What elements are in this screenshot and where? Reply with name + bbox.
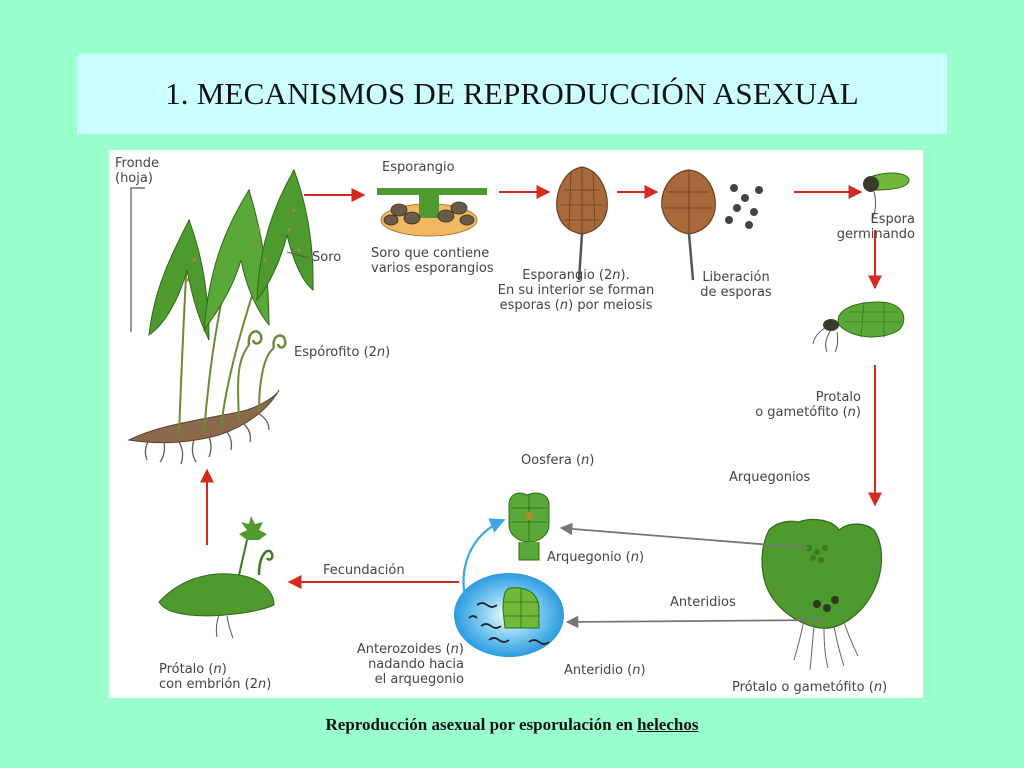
text-part: esporas ( (499, 298, 560, 313)
title-box: 1. MECANISMOS DE REPRODUCCIÓN ASEXUAL (77, 54, 947, 134)
antherozoid-path-arrow (462, 518, 506, 606)
germinating-spore-illustration (863, 172, 910, 221)
text-part: ) (589, 453, 595, 468)
text-part: ). (620, 268, 630, 283)
text-part: ) (640, 663, 646, 678)
label-arquegonio: Arquegonio (n) (547, 550, 644, 565)
label-liberacion-line2: de esporas (700, 285, 772, 300)
text-part: Oosfera ( (521, 453, 582, 468)
label-espora-line2: germinando (836, 227, 915, 242)
fern-sporophyte-illustration (127, 168, 314, 465)
label-anterozoides-line2: nadando hacia (368, 657, 464, 672)
diagram-drawing (127, 166, 910, 671)
label-esporangio-2n-line2: En su interior se forman (497, 283, 655, 298)
text-part-italic: n (581, 453, 590, 468)
text-part: con embrión (2 (159, 677, 259, 692)
label-esporangio-2n: Esporangio (2n). En su interior se forma… (496, 268, 656, 313)
text-part-italic: n (612, 268, 621, 283)
sporangium-illustration (556, 166, 608, 281)
text-part-italic: n (213, 662, 222, 677)
label-fronde: Fronde (hoja) (115, 156, 159, 186)
label-protalo-line2: o gametófito (n) (749, 405, 861, 420)
text-part-italic: n (376, 345, 386, 360)
caption-link-helechos[interactable]: helechos (637, 715, 699, 734)
label-protalo-embrion-line1: Prótalo (n) (159, 662, 271, 677)
spore-release-illustration (661, 169, 763, 281)
label-soro-desc-line2: varios esporangios (371, 261, 494, 276)
label-protalo-embrion-line2: con embrión (2n) (159, 677, 271, 692)
label-oosfera: Oosfera (n) (521, 453, 594, 468)
label-protalo-line1: Protalo (815, 390, 861, 405)
text-part-italic: n (258, 677, 267, 692)
text-part: ) (458, 642, 464, 657)
text-part: Esporangio (2 (522, 268, 613, 283)
text-part: Espórofito (2 (294, 345, 377, 360)
label-fronde-line2: (hoja) (115, 171, 153, 186)
text-part: Arquegonio ( (547, 550, 631, 565)
young-prothallus-illustration (812, 301, 905, 353)
label-protalo: Protalo o gametófito (n) (749, 390, 861, 420)
label-anterozoides-line1: Anterozoides (n) (338, 642, 464, 657)
label-fecundacion: Fecundación (323, 563, 405, 578)
label-anteridios: Anteridios (670, 595, 736, 610)
label-protalo-gametofito: Prótalo o gametófito (n) (732, 680, 887, 695)
pointer-arrows (559, 522, 825, 629)
text-part: ) (855, 405, 861, 420)
text-part-italic: n (630, 550, 639, 565)
label-soro-desc-line1: Soro que contiene (371, 246, 490, 261)
antheridium-illustration (454, 573, 564, 657)
label-arquegonios: Arquegonios (729, 470, 811, 485)
caption-text: Reproducción asexual por esporulación en (325, 715, 638, 734)
label-esporangio: Esporangio (382, 160, 455, 175)
label-esporangio-2n-line1: Esporangio (2n). (496, 268, 656, 283)
text-part: ) por meiosis (568, 298, 653, 313)
text-part: ) (221, 662, 227, 677)
label-liberacion-line1: Liberación (702, 270, 770, 285)
fronde-bracket (130, 187, 145, 332)
text-part: Prótalo ( (159, 662, 214, 677)
label-liberacion: Liberación de esporas (691, 270, 781, 300)
sorus-illustration (377, 188, 487, 237)
archegonium-illustration (508, 492, 550, 561)
label-espora: Espora germinando (825, 212, 915, 242)
label-espora-line1: Espora (870, 212, 915, 227)
text-part: ) (385, 345, 391, 360)
gametophyte-illustration (761, 519, 883, 671)
text-part-italic: n (450, 642, 459, 657)
label-anteridio: Anteridio (n) (564, 663, 646, 678)
label-soro-desc: Soro que contiene varios esporangios (371, 246, 494, 276)
text-part-italic: n (873, 680, 883, 695)
label-anterozoides: Anterozoides (n) nadando hacia el arqueg… (338, 642, 464, 687)
text-part: Anterozoides ( (356, 642, 451, 657)
label-anterozoides-line3: el arquegonio (374, 672, 464, 687)
text-part: Anteridio ( (564, 663, 633, 678)
fern-lifecycle-diagram: Fronde (hoja) Soro Espórofito (2n) Espor… (109, 150, 923, 698)
text-part-italic: n (847, 405, 856, 420)
prothallus-embryo-illustration (158, 516, 275, 639)
text-part: ) (882, 680, 888, 695)
text-part: Prótalo o gametófito ( (732, 680, 874, 695)
page-title: 1. MECANISMOS DE REPRODUCCIÓN ASEXUAL (165, 76, 859, 111)
label-esporofito: Espórofito (2n) (294, 345, 390, 360)
label-protalo-embrion: Prótalo (n) con embrión (2n) (159, 662, 271, 692)
label-fronde-line1: Fronde (115, 156, 160, 171)
text-part-italic: n (559, 298, 569, 313)
label-esporangio-2n-line3: esporas (n) por meiosis (496, 298, 656, 313)
label-soro: Soro (312, 250, 342, 265)
slide-caption: Reproducción asexual por esporulación en… (0, 715, 1024, 735)
cycle-arrows (200, 185, 882, 589)
text-part-italic: n (632, 663, 641, 678)
text-part: ) (638, 550, 645, 565)
text-part: ) (266, 677, 272, 692)
text-part: o gametófito ( (755, 405, 848, 420)
